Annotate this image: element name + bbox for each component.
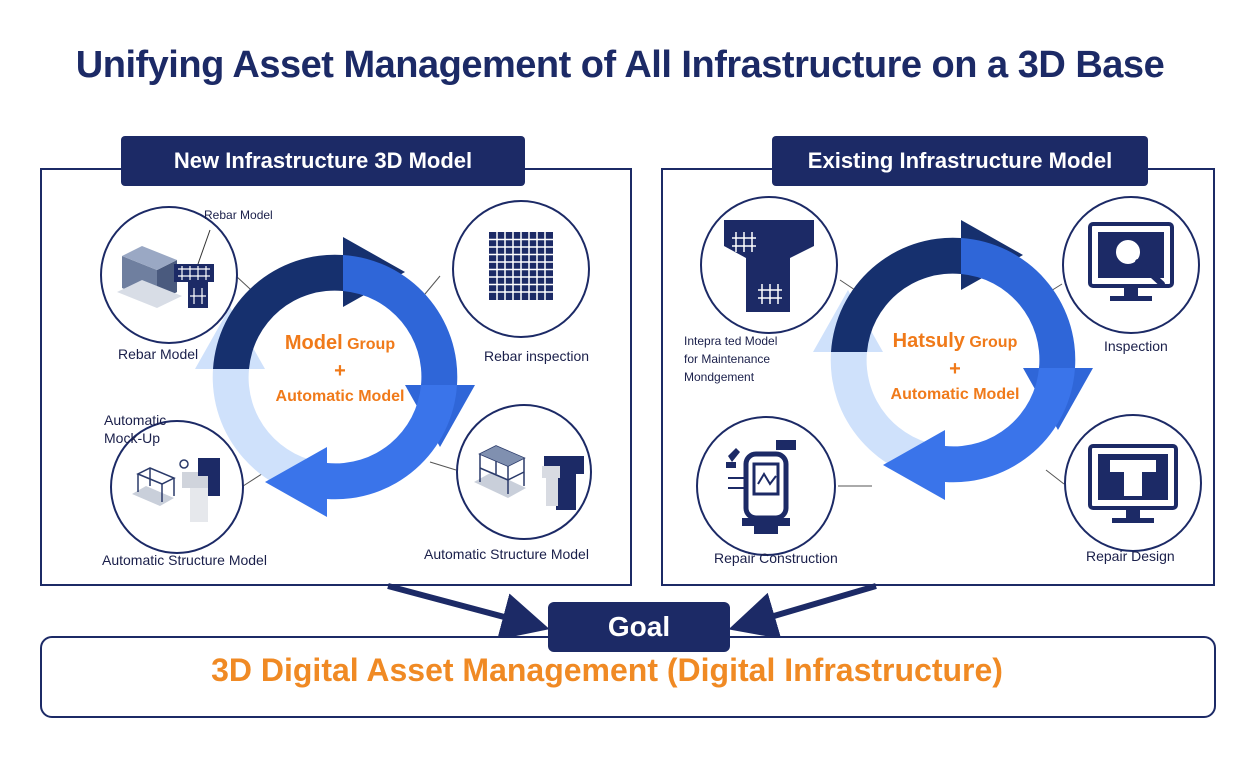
repair-construction-icon — [726, 440, 796, 534]
cycle-arrow-bright — [265, 385, 457, 517]
rebar-inspection-label: Rebar inspection — [484, 348, 590, 364]
right-center-text: Hatsuly Group + Automatic Model — [890, 330, 1020, 403]
structure-model-icon — [474, 445, 584, 510]
rebar-model-label: Rebar Model — [118, 346, 199, 362]
repair-design-monitor-icon — [1088, 444, 1178, 523]
integrated-model-circle — [700, 196, 838, 334]
rebar-model-callout-label: Rebar Model — [204, 208, 273, 222]
repair-design-label: Repair Design — [1086, 548, 1175, 564]
page-title: Unifying Asset Management of All Infrast… — [75, 44, 1165, 86]
inspection-label: Inspection — [1104, 338, 1168, 354]
automatic-mockup-circle — [110, 420, 244, 554]
automatic-mockup-label-2: Mock-Up — [104, 430, 161, 446]
integrated-model-icon — [724, 220, 814, 312]
automatic-mockup-label-1: Automatic — [104, 412, 167, 428]
automatic-structure-model-left-label: Automatic Structure Model — [102, 552, 267, 568]
integrated-model-label-1: Intepra ted Model — [684, 334, 778, 348]
automatic-structure-model-right-label: Automatic Structure Model — [424, 546, 589, 562]
new-infrastructure-heading: New Infrastructure 3D Model — [121, 136, 525, 186]
existing-infrastructure-heading: Existing Infrastructure Model — [772, 136, 1148, 186]
inspection-monitor-icon — [1088, 222, 1174, 301]
repair-construction-circle — [696, 416, 836, 556]
integrated-model-label-2: for Maintenance — [684, 352, 771, 366]
rebar-grid-icon — [489, 232, 553, 300]
left-center-text: Model Group + Automatic Model — [275, 332, 405, 405]
goal-text: 3D Digital Asset Management (Digital Inf… — [211, 652, 1003, 688]
inspection-circle — [1062, 196, 1200, 334]
integrated-model-label-3: Mondgement — [684, 370, 755, 384]
rebar-inspection-circle — [452, 200, 590, 338]
automatic-structure-model-circle — [456, 404, 592, 540]
goal-heading: Goal — [548, 602, 730, 652]
repair-design-circle — [1064, 414, 1202, 552]
rebar-model-circle — [100, 206, 238, 344]
mockup-icon — [132, 458, 220, 522]
repair-construction-label: Repair Construction — [714, 550, 838, 566]
rebar-model-icon — [117, 229, 214, 308]
